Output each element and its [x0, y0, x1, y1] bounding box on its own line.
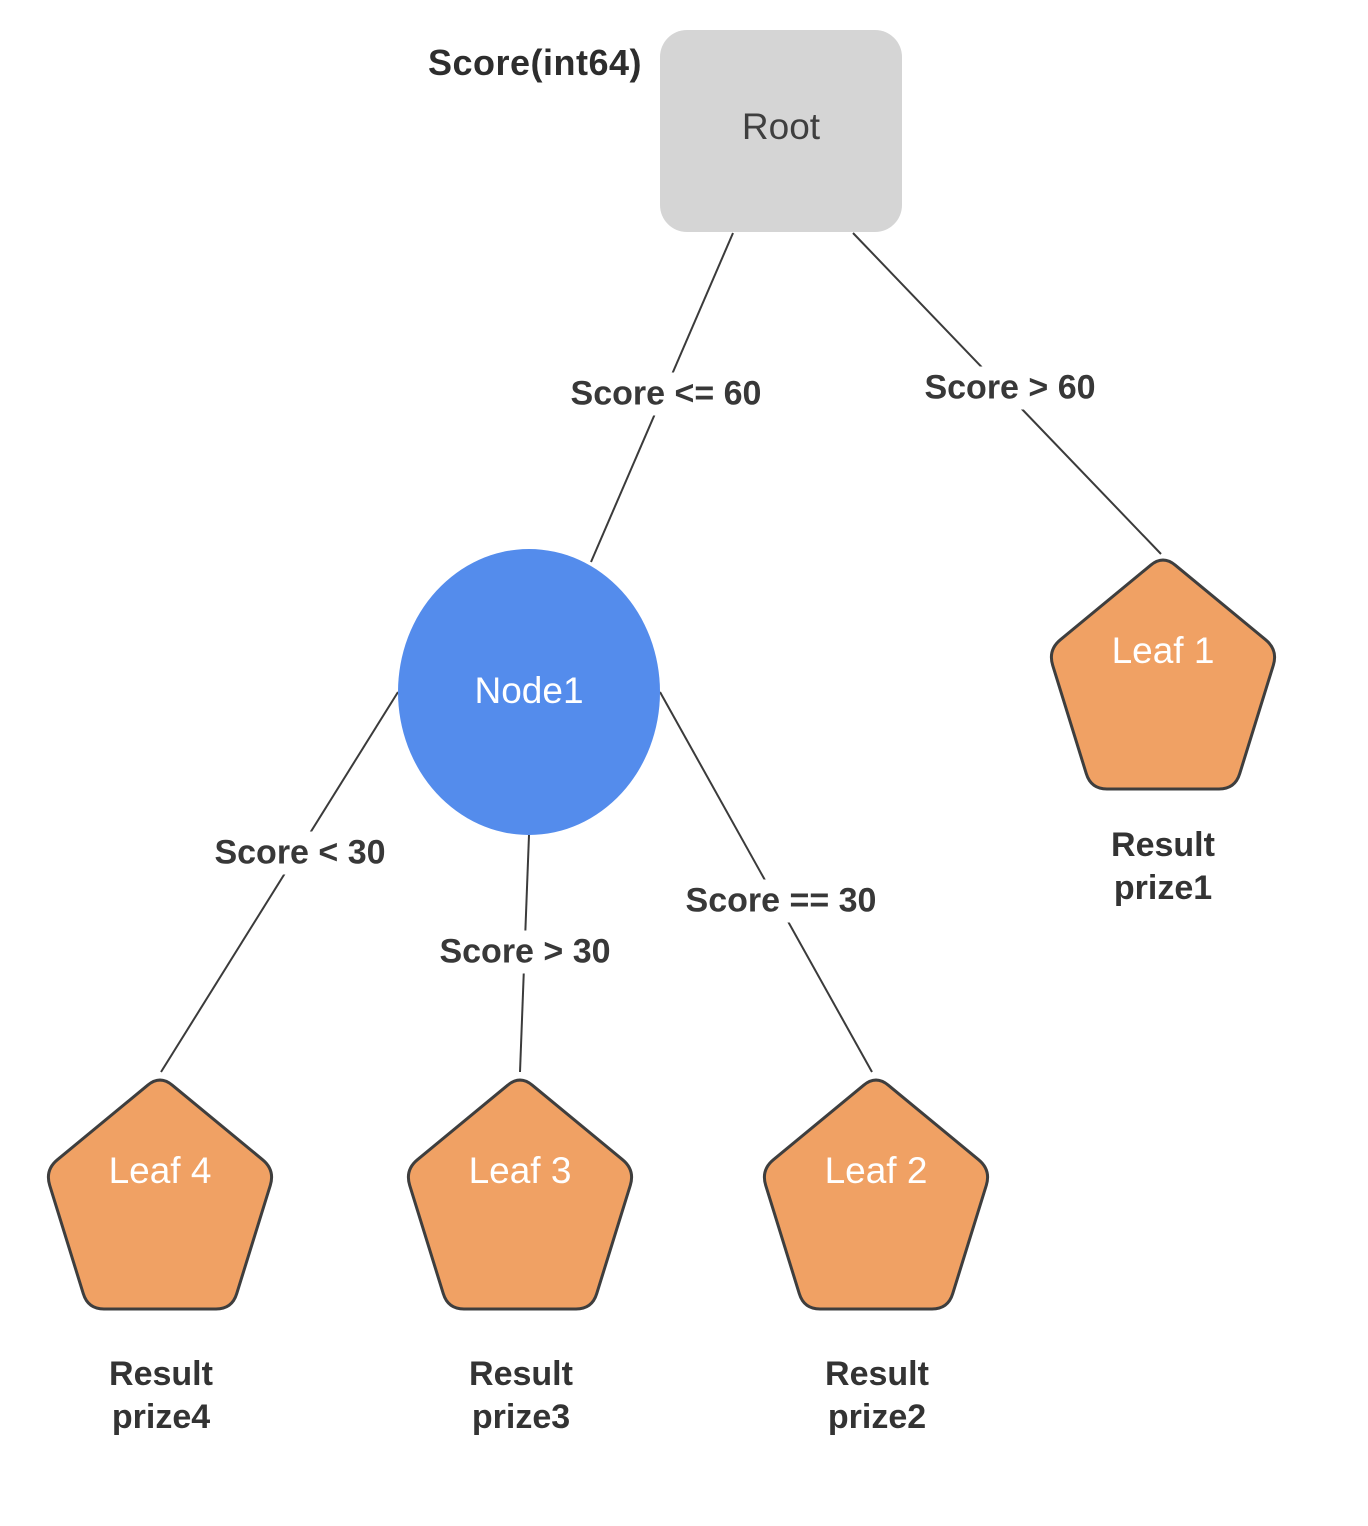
feature-label: Score(int64): [427, 42, 643, 83]
node1-shape: [398, 549, 660, 835]
edge-node1-to-leaf4: [160, 691, 399, 1073]
leaf1-result: Result prize1: [1111, 824, 1215, 910]
leaf2-result-title: Result: [825, 1355, 929, 1393]
edge-label-score-lt-30: Score < 30: [204, 831, 396, 875]
leaf3-shape: [406, 1078, 634, 1311]
leaf3-label: Leaf 3: [468, 1150, 572, 1191]
leaf4-result: Result prize4: [109, 1353, 213, 1439]
edge-label-score-gt-60: Score > 60: [914, 366, 1106, 410]
edge-label-score-le-60: Score <= 60: [560, 372, 772, 416]
leaf4-result-title: Result: [109, 1355, 213, 1393]
leaf4-result-value: prize4: [111, 1398, 211, 1436]
leaf4-shape: [46, 1078, 274, 1311]
leaf1-result-title: Result: [1111, 826, 1215, 864]
leaf1-shape: [1049, 558, 1277, 791]
leaf2-label: Leaf 2: [824, 1150, 928, 1191]
leaf2-shape: [762, 1078, 990, 1311]
leaf3-result-value: prize3: [471, 1398, 571, 1436]
node1-label: Node1: [474, 670, 584, 711]
leaf2-result-value: prize2: [827, 1398, 927, 1436]
root-node-label: Root: [741, 106, 821, 147]
leaf3-result: Result prize3: [469, 1353, 573, 1439]
edge-label-score-gt-30: Score > 30: [429, 930, 621, 974]
leaf4-label: Leaf 4: [108, 1150, 212, 1191]
leaf1-result-value: prize1: [1113, 869, 1213, 907]
leaf3-result-title: Result: [469, 1355, 573, 1393]
leaf1-label: Leaf 1: [1111, 630, 1215, 671]
edge-label-score-eq-30: Score == 30: [675, 879, 887, 923]
leaf2-result: Result prize2: [825, 1353, 929, 1439]
root-node-shape: [660, 30, 902, 232]
